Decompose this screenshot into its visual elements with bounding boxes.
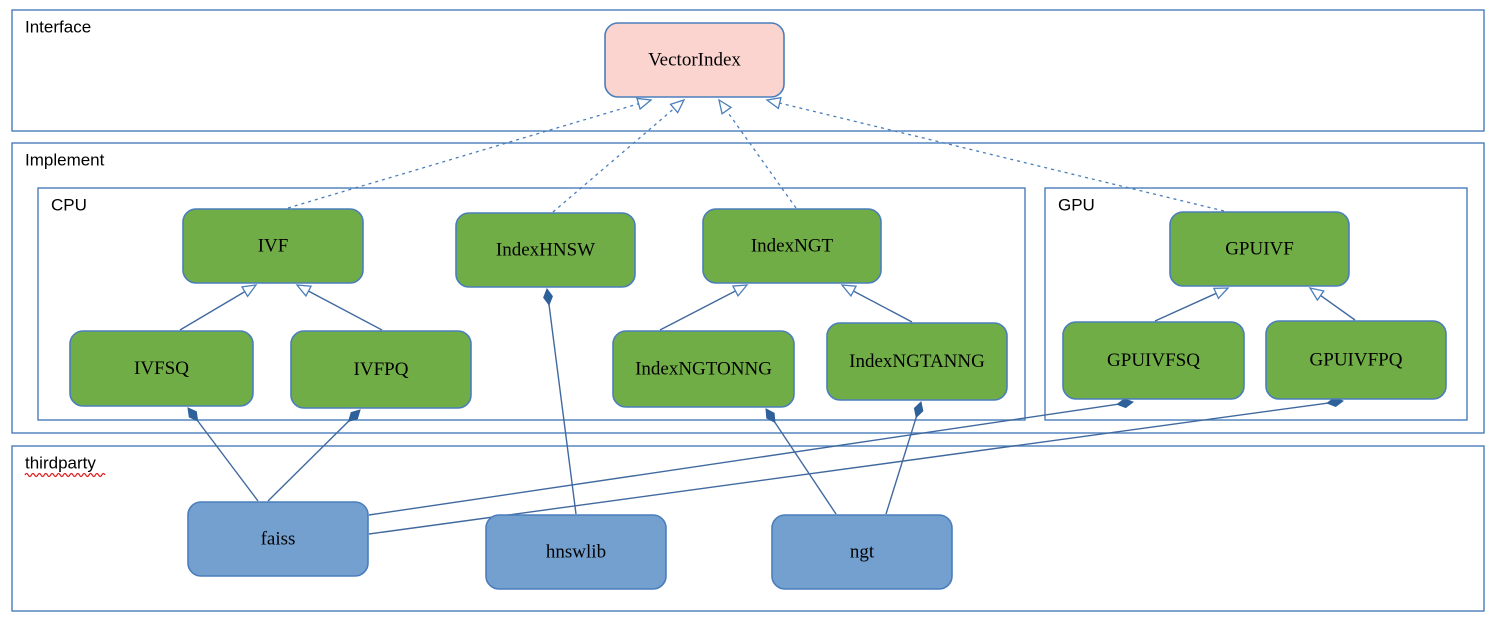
filled-diamond-arrowhead-icon — [765, 408, 776, 424]
edge-line-e8 — [852, 289, 913, 323]
hollow-triangle-arrowhead-icon — [731, 284, 749, 298]
edge-gpuivfpq-to-gpuivf — [1308, 287, 1356, 321]
frame-label-implement: Implement — [25, 150, 105, 169]
node-label-indexhnsw: IndexHNSW — [496, 239, 595, 260]
node-indexngtonng[interactable]: IndexNGTONNG — [612, 330, 795, 408]
node-label-indexngtanng: IndexNGTANNG — [849, 351, 985, 372]
hollow-triangle-arrowhead-icon — [765, 96, 782, 110]
node-ivfsq[interactable]: IVFSQ — [69, 330, 254, 407]
edge-line-e2 — [552, 107, 676, 213]
edge-ngt-to-indexngtonng — [765, 408, 837, 515]
edge-line-e7 — [659, 289, 737, 331]
edge-ngt-to-indexngtanng — [885, 401, 924, 515]
edge-line-e13 — [368, 403, 1119, 516]
node-box-hnswlib[interactable] — [485, 514, 667, 590]
edge-line-e12 — [267, 420, 350, 502]
node-faiss[interactable]: faiss — [187, 501, 369, 577]
edge-line-e3 — [725, 109, 797, 209]
filled-diamond-arrowhead-icon — [913, 401, 924, 419]
node-box-gpuivf[interactable] — [1169, 211, 1350, 287]
node-vectorindex[interactable]: VectorIndex — [604, 22, 785, 98]
node-box-ivfsq[interactable] — [69, 330, 254, 407]
node-ivf[interactable]: IVF — [182, 208, 364, 284]
node-label-vectorindex: VectorIndex — [648, 49, 741, 70]
frame-label-interface: Interface — [25, 17, 91, 36]
hollow-triangle-arrowhead-icon — [718, 98, 733, 115]
frame-label-cpu: CPU — [51, 195, 87, 214]
hollow-triangle-arrowhead-icon — [840, 284, 858, 298]
node-ngt[interactable]: ngt — [771, 514, 953, 590]
node-label-gpuivfpq: GPUIVFPQ — [1310, 349, 1403, 370]
node-gpuivf[interactable]: GPUIVF — [1169, 211, 1350, 287]
edge-line-e17 — [885, 416, 918, 515]
edge-indexngtanng-to-indexngt — [840, 284, 913, 323]
edge-indexngt-to-vectorindex — [718, 98, 797, 209]
edge-faiss-to-gpuivfsq — [368, 398, 1135, 516]
node-box-ngt[interactable] — [771, 514, 953, 590]
node-box-ivfpq[interactable] — [290, 330, 472, 409]
node-box-gpuivfsq[interactable] — [1062, 321, 1245, 400]
node-box-indexngtonng[interactable] — [612, 330, 795, 408]
node-box-indexhnsw[interactable] — [455, 212, 636, 288]
filled-diamond-arrowhead-icon — [187, 407, 199, 422]
edge-line-e14 — [368, 402, 1329, 535]
hollow-triangle-arrowhead-icon — [240, 284, 258, 298]
edge-line-e9 — [1154, 292, 1218, 322]
node-indexngt[interactable]: IndexNGT — [702, 208, 882, 284]
node-box-ivf[interactable] — [182, 208, 364, 284]
node-box-gpuivfpq[interactable] — [1265, 320, 1447, 400]
edge-faiss-to-ivfsq — [187, 407, 259, 502]
node-label-indexngt: IndexNGT — [751, 235, 834, 256]
node-box-vectorindex[interactable] — [604, 22, 785, 98]
edge-faiss-to-ivfpq — [267, 409, 361, 502]
edge-gpuivf-to-vectorindex — [765, 96, 1225, 212]
node-ivfpq[interactable]: IVFPQ — [290, 330, 472, 409]
hollow-triangle-arrowhead-icon — [636, 97, 653, 111]
node-box-faiss[interactable] — [187, 501, 369, 577]
edge-line-e16 — [773, 421, 837, 515]
edge-hnswlib-to-indexhnsw — [543, 287, 577, 515]
frame-label-thirdparty: thirdparty — [25, 453, 96, 472]
hollow-triangle-arrowhead-icon — [1212, 287, 1230, 300]
node-label-ivfpq: IVFPQ — [354, 359, 409, 380]
hollow-triangle-arrowhead-icon — [1308, 287, 1325, 302]
edge-line-e5 — [179, 290, 247, 331]
edge-line-e6 — [307, 289, 383, 331]
node-label-indexngtonng: IndexNGTONNG — [635, 358, 772, 379]
node-gpuivfsq[interactable]: GPUIVFSQ — [1062, 321, 1245, 400]
edge-ivfsq-to-ivf — [179, 284, 258, 331]
node-label-ivf: IVF — [258, 235, 289, 256]
node-label-gpuivf: GPUIVF — [1225, 238, 1294, 259]
edge-gpuivfsq-to-gpuivf — [1154, 287, 1230, 322]
edge-line-e11 — [196, 419, 259, 502]
node-box-indexngtanng[interactable] — [826, 322, 1008, 401]
edges-layer — [179, 96, 1356, 535]
node-indexngtanng[interactable]: IndexNGTANNG — [826, 322, 1008, 401]
node-box-indexngt[interactable] — [702, 208, 882, 284]
edge-ivfpq-to-ivf — [295, 284, 383, 331]
frame-label-gpu: GPU — [1058, 195, 1095, 214]
node-label-ngt: ngt — [850, 541, 875, 562]
node-gpuivfpq[interactable]: GPUIVFPQ — [1265, 320, 1447, 400]
filled-diamond-arrowhead-icon — [347, 409, 361, 422]
edge-indexhnsw-to-vectorindex — [552, 98, 686, 213]
node-label-ivfsq: IVFSQ — [134, 358, 189, 379]
node-label-faiss: faiss — [261, 528, 296, 549]
edge-indexngtonng-to-indexngt — [659, 284, 749, 331]
node-indexhnsw[interactable]: IndexHNSW — [455, 212, 636, 288]
spellcheck-underline-icon — [24, 472, 106, 478]
hollow-triangle-arrowhead-icon — [669, 98, 686, 114]
node-hnswlib[interactable]: hnswlib — [485, 514, 667, 590]
node-label-gpuivfsq: GPUIVFSQ — [1107, 350, 1200, 371]
node-label-hnswlib: hnswlib — [546, 541, 606, 562]
filled-diamond-arrowhead-icon — [1116, 398, 1135, 409]
edge-line-e10 — [1319, 294, 1356, 321]
edge-line-e1 — [287, 102, 640, 209]
edge-ivf-to-vectorindex — [287, 97, 653, 209]
filled-diamond-arrowhead-icon — [543, 287, 553, 306]
edge-line-e15 — [548, 303, 577, 515]
hollow-triangle-arrowhead-icon — [295, 284, 313, 298]
